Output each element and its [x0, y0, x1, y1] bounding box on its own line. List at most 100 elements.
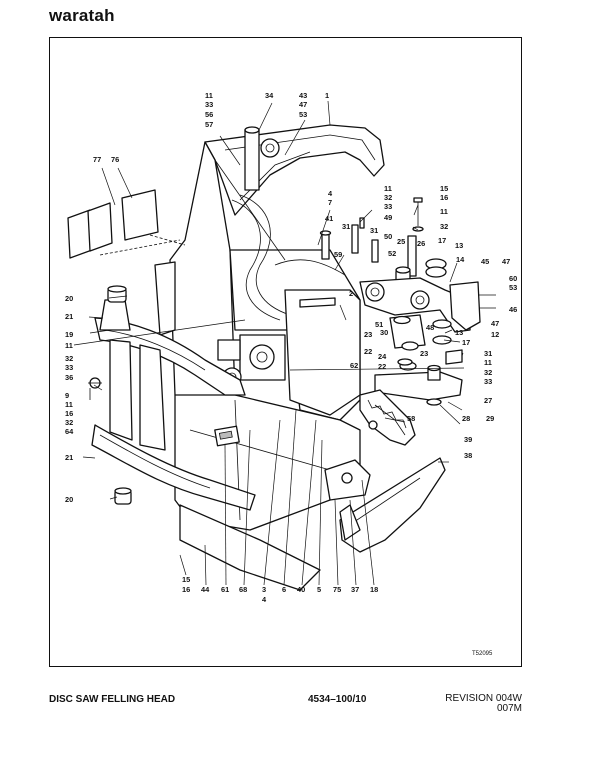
label: 34	[265, 91, 274, 100]
label: 64	[65, 427, 74, 436]
label: 16	[65, 409, 73, 418]
label: 1	[325, 91, 329, 100]
label: 40	[297, 585, 305, 594]
label: 9	[65, 391, 69, 400]
label: 32	[65, 354, 73, 363]
label: 45	[481, 257, 489, 266]
label: 44	[201, 585, 210, 594]
label: 33	[384, 202, 392, 211]
label: 5	[317, 585, 321, 594]
label: 33	[205, 100, 213, 109]
label: 27	[484, 396, 492, 405]
revision-line-1: REVISION 004W	[445, 693, 522, 704]
saw-guard	[339, 457, 446, 553]
label: 13	[455, 241, 463, 250]
footer-revision: REVISION 004W 007M	[445, 694, 522, 714]
brand-logo: waratah	[49, 6, 115, 25]
label: 4	[328, 189, 333, 198]
top-pin	[244, 129, 260, 191]
label: 13	[455, 328, 463, 337]
part-labels: 11 33 56 57 34 43 47 53 1 77 76 4 7 41 1…	[65, 91, 517, 604]
label: 14	[456, 255, 465, 264]
label: 53	[509, 283, 517, 292]
label: 76	[111, 155, 119, 164]
label: 12	[491, 330, 499, 339]
label: 21	[65, 453, 73, 462]
label: 11	[440, 207, 448, 216]
label: 33	[65, 363, 73, 372]
label: 17	[462, 338, 470, 347]
label: 60	[509, 274, 517, 283]
label: 49	[384, 213, 392, 222]
footer-title: DISC SAW FELLING HEAD	[49, 694, 176, 705]
label: 17	[438, 236, 446, 245]
label: 57	[205, 120, 213, 129]
label: 21	[65, 312, 73, 321]
label: 31	[484, 349, 492, 358]
label: 19	[65, 330, 73, 339]
label: 25	[397, 237, 405, 246]
label: 30	[380, 328, 388, 337]
label: 31	[370, 226, 378, 235]
label: 61	[221, 585, 229, 594]
label: 28	[462, 414, 470, 423]
label: 16	[182, 585, 190, 594]
label: 75	[333, 585, 341, 594]
label: 7	[328, 198, 332, 207]
label: 62	[350, 361, 358, 370]
label: 51	[375, 320, 383, 329]
label: 43	[299, 91, 307, 100]
label: 15	[440, 184, 448, 193]
cover-plate-76	[121, 189, 159, 241]
leader-lines	[73, 100, 465, 586]
label: 23	[364, 330, 372, 339]
label: 11	[65, 341, 73, 350]
label: 47	[491, 319, 499, 328]
label: 29	[486, 414, 494, 423]
label: 39	[464, 435, 472, 444]
label: 24	[378, 352, 387, 361]
label: 32	[384, 193, 392, 202]
label: 33	[484, 377, 492, 386]
label: 47	[299, 100, 307, 109]
label: 11	[65, 400, 73, 409]
label: 36	[65, 373, 73, 382]
label: 52	[388, 249, 396, 258]
label: 23	[420, 349, 428, 358]
label: 15	[182, 575, 190, 584]
label: 68	[239, 585, 247, 594]
saw-disc	[359, 389, 416, 446]
label: 18	[370, 585, 378, 594]
label: 11	[484, 358, 492, 367]
label: 31	[342, 222, 350, 231]
label: 38	[464, 451, 472, 460]
label: 2	[349, 289, 353, 298]
label: 6	[282, 585, 286, 594]
footer-part-number: 4534–100/10	[308, 694, 367, 705]
label: 59	[334, 250, 342, 259]
label: 77	[93, 155, 101, 164]
label: 20	[65, 495, 73, 504]
label: 22	[364, 347, 372, 356]
label: 48	[426, 323, 434, 332]
label: 22	[378, 362, 386, 371]
label: 11	[205, 91, 213, 100]
label: 53	[299, 110, 307, 119]
label: 4	[262, 595, 267, 604]
revision-line-2: 007M	[496, 703, 522, 714]
label: 46	[509, 305, 517, 314]
lower-arm	[91, 424, 256, 511]
figure-code: T52095	[472, 651, 493, 657]
label: 41	[325, 214, 333, 223]
label: 47	[502, 257, 510, 266]
label: 32	[484, 368, 492, 377]
shaft-26	[407, 235, 417, 277]
label: 56	[205, 110, 213, 119]
right-lower-arm	[374, 371, 463, 401]
label: 11	[384, 184, 392, 193]
label: 20	[65, 294, 73, 303]
label: 16	[440, 193, 448, 202]
label: 26	[417, 239, 425, 248]
label: 37	[351, 585, 359, 594]
